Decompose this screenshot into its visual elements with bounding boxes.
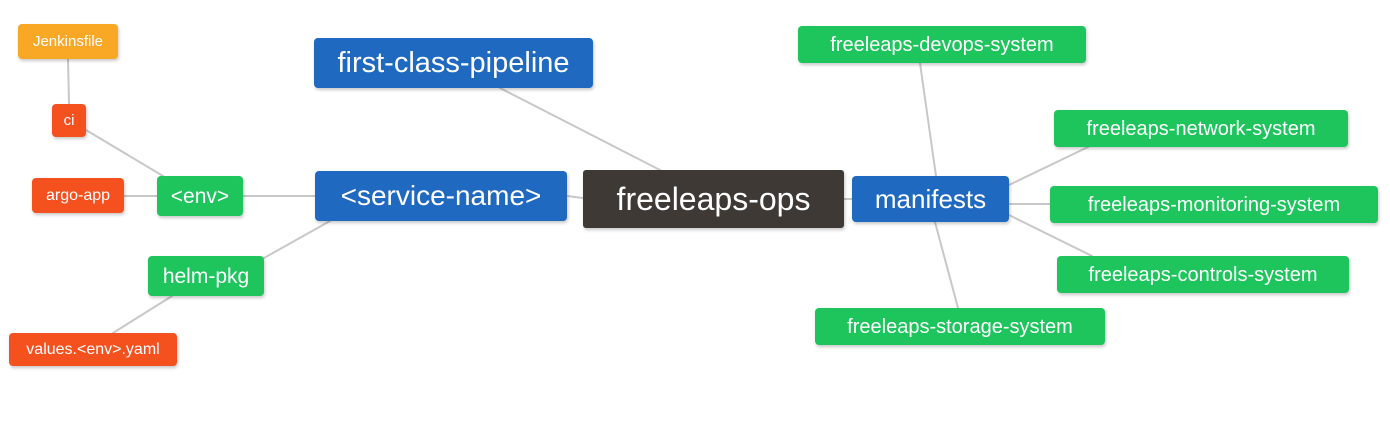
node-argo-app[interactable]: argo-app [32, 178, 124, 213]
edge-helm-pkg-to-values-yaml [112, 295, 173, 334]
node-freeleaps-controls-system[interactable]: freeleaps-controls-system [1057, 256, 1349, 293]
node-label-service-name: <service-name> [340, 180, 542, 211]
node-manifests[interactable]: manifests [852, 176, 1009, 222]
node-helm-pkg[interactable]: helm-pkg [148, 256, 264, 296]
node-label-freeleaps-devops-system: freeleaps-devops-system [830, 33, 1054, 56]
node-freeleaps-ops[interactable]: freeleaps-ops [583, 170, 844, 228]
node-label-values-yaml: values.<env>.yaml [26, 340, 160, 358]
node-label-helm-pkg: helm-pkg [162, 264, 250, 288]
node-label-ci: ci [63, 112, 75, 129]
node-label-env: <env> [170, 184, 230, 208]
edge-manifests-to-freeleaps-storage-system [934, 221, 959, 309]
node-label-argo-app: argo-app [45, 186, 111, 204]
edge-service-name-to-helm-pkg [263, 220, 331, 259]
node-label-manifests: manifests [874, 184, 987, 214]
node-label-first-class-pipeline: first-class-pipeline [337, 46, 570, 79]
node-label-freeleaps-network-system: freeleaps-network-system [1086, 117, 1316, 140]
node-freeleaps-monitoring-system[interactable]: freeleaps-monitoring-system [1050, 186, 1378, 223]
node-jenkinsfile[interactable]: Jenkinsfile [18, 24, 118, 59]
node-values-yaml[interactable]: values.<env>.yaml [9, 333, 177, 366]
edge-ci-to-env [85, 129, 164, 177]
node-service-name[interactable]: <service-name> [315, 171, 567, 221]
node-ci[interactable]: ci [52, 104, 86, 137]
node-label-freeleaps-monitoring-system: freeleaps-monitoring-system [1087, 193, 1341, 216]
edge-jenkinsfile-to-ci [67, 58, 70, 105]
node-freeleaps-devops-system[interactable]: freeleaps-devops-system [798, 26, 1086, 63]
edge-manifests-to-freeleaps-devops-system [919, 62, 937, 177]
edge-manifests-to-freeleaps-network-system [1008, 146, 1089, 186]
node-first-class-pipeline[interactable]: first-class-pipeline [314, 38, 593, 88]
edge-first-class-pipeline-to-freeleaps-ops [499, 87, 661, 171]
edge-service-name-to-freeleaps-ops [566, 195, 584, 199]
node-env[interactable]: <env> [157, 176, 243, 216]
node-freeleaps-storage-system[interactable]: freeleaps-storage-system [815, 308, 1105, 345]
node-label-freeleaps-controls-system: freeleaps-controls-system [1088, 263, 1318, 286]
node-label-jenkinsfile: Jenkinsfile [32, 33, 104, 50]
node-label-freeleaps-ops: freeleaps-ops [616, 181, 811, 217]
node-freeleaps-network-system[interactable]: freeleaps-network-system [1054, 110, 1348, 147]
node-label-freeleaps-storage-system: freeleaps-storage-system [847, 315, 1073, 338]
